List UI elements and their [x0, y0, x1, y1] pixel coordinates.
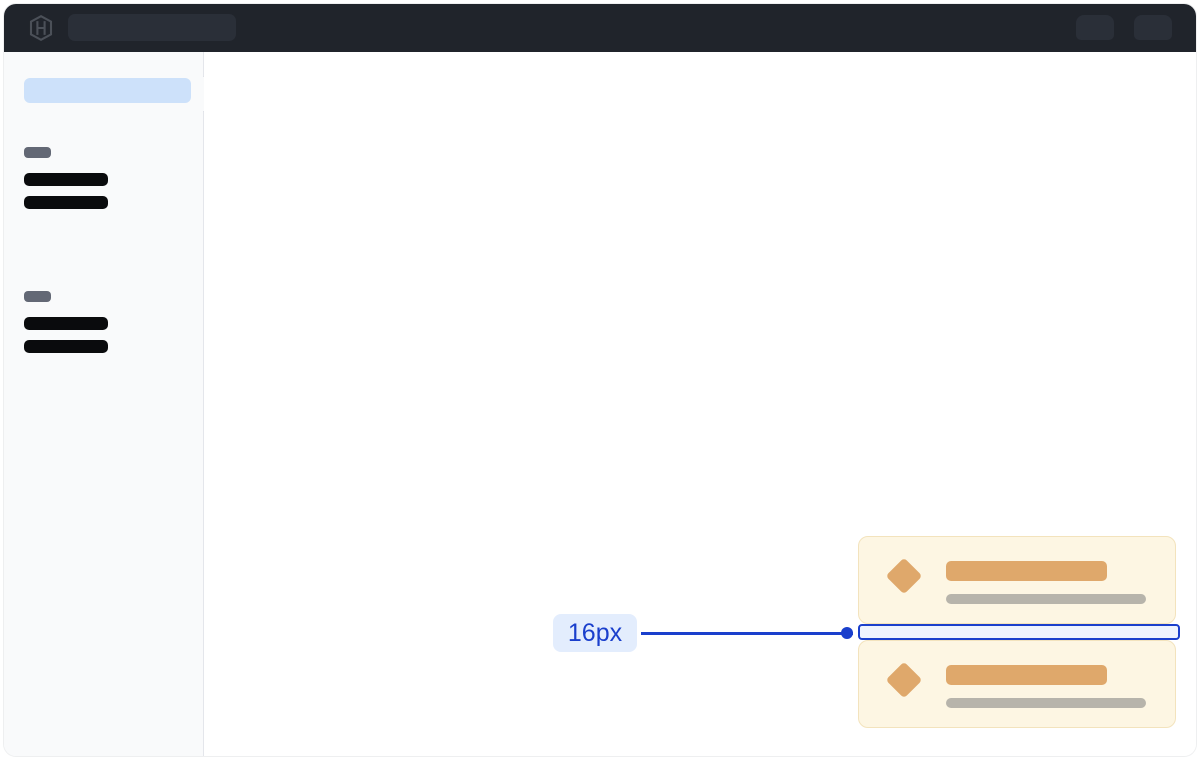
- sidebar: [4, 52, 204, 756]
- card-subtitle: [946, 594, 1146, 604]
- spacing-measurement-box: [858, 624, 1180, 640]
- diamond-icon: [885, 661, 923, 699]
- header-action-2[interactable]: [1134, 15, 1172, 40]
- sidebar-item-active[interactable]: [24, 78, 191, 103]
- sidebar-item-2-1[interactable]: [24, 317, 108, 330]
- measurement-endpoint-dot: [841, 627, 853, 639]
- list-item[interactable]: [858, 640, 1176, 728]
- measurement-connector-line: [641, 632, 853, 635]
- hexagon-h-logo-icon[interactable]: [28, 15, 54, 41]
- sidebar-group-2: [24, 291, 108, 363]
- sidebar-group-1-label: [24, 147, 51, 158]
- sidebar-group-2-label: [24, 291, 51, 302]
- sidebar-group-1: [24, 147, 108, 219]
- sidebar-item-1-2[interactable]: [24, 196, 108, 209]
- sidebar-item-2-2[interactable]: [24, 340, 108, 353]
- card-title: [946, 561, 1107, 581]
- list-item[interactable]: [858, 536, 1176, 624]
- app-header: [4, 4, 1196, 52]
- card-subtitle: [946, 698, 1146, 708]
- measurement-value-label: 16px: [553, 614, 637, 652]
- card-title: [946, 665, 1107, 685]
- header-action-1[interactable]: [1076, 15, 1114, 40]
- search-input[interactable]: [68, 14, 236, 41]
- diamond-icon: [885, 557, 923, 595]
- main-canvas: 16px: [204, 52, 1196, 756]
- app-frame: 16px: [4, 4, 1196, 756]
- sidebar-item-1-1[interactable]: [24, 173, 108, 186]
